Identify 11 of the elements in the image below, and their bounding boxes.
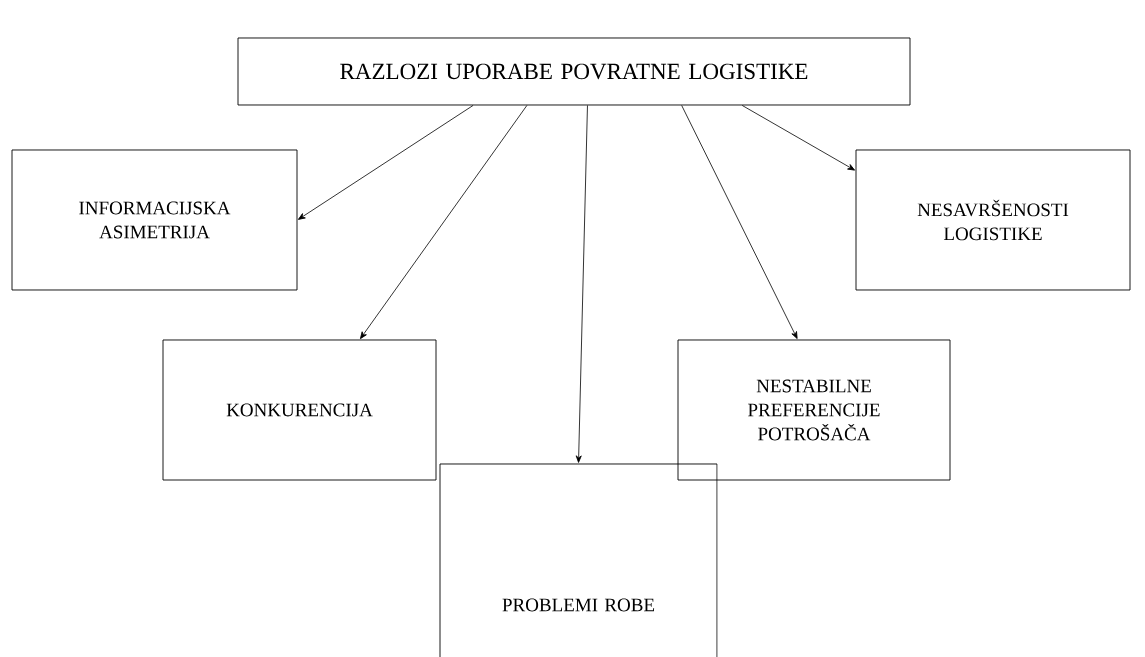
text-box: PROBLEMI ROBE bbox=[439, 463, 718, 657]
arrow bbox=[681, 105, 798, 339]
arrow bbox=[360, 105, 528, 340]
text-box: INFORMACIJSKA ASIMETRIJA bbox=[11, 149, 298, 291]
text-box: NESAVRŠENOSTI LOGISTIKE bbox=[855, 149, 1131, 291]
text-box: NESTABILNE PREFERENCIJE POTROŠAČA bbox=[677, 339, 951, 481]
arrow bbox=[298, 105, 474, 220]
text-box: RAZLOZI UPORABE POVRATNE LOGISTIKE bbox=[237, 37, 911, 106]
text-box: KONKURENCIJA bbox=[162, 339, 437, 481]
arrow bbox=[575, 105, 588, 463]
arrow bbox=[741, 105, 855, 171]
